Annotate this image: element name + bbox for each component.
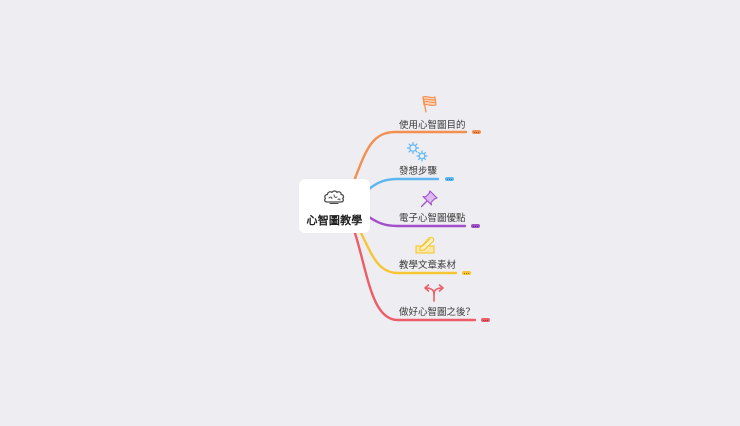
branch-topic-label: 使用心智圖目的 [399, 120, 466, 131]
collapse-indicator[interactable] [445, 177, 454, 181]
branch-topic-after[interactable]: 做好心智圖之後？ [399, 307, 475, 319]
flag-icon [419, 94, 439, 114]
collapse-indicator[interactable] [472, 130, 481, 134]
pushpin-icon [419, 189, 439, 209]
collapse-indicator[interactable] [471, 224, 480, 228]
branch-topic-materials[interactable]: 教學文章素材 [399, 260, 457, 272]
pencil-paper-icon [414, 235, 438, 255]
branch-topic-purpose[interactable]: 使用心智圖目的 [399, 120, 466, 132]
branch-topic-label: 電子心智圖優點 [399, 213, 466, 224]
branch-topic-steps[interactable]: 發想步驟 [399, 166, 437, 178]
gears-icon [404, 140, 430, 164]
branch-topic-label: 做好心智圖之後？ [399, 307, 476, 318]
branch-topic-label: 教學文章素材 [399, 260, 457, 271]
brain-icon [323, 189, 345, 205]
collapse-indicator[interactable] [462, 271, 471, 275]
central-topic[interactable]: 心智圖教學 [299, 179, 370, 233]
collapse-indicator[interactable] [481, 318, 490, 322]
branch-topic-advantages[interactable]: 電子心智圖優點 [399, 213, 466, 225]
central-topic-title: 心智圖教學 [306, 214, 363, 227]
branch-topic-label: 發想步驟 [399, 166, 438, 177]
split-arrow-icon [422, 282, 446, 302]
